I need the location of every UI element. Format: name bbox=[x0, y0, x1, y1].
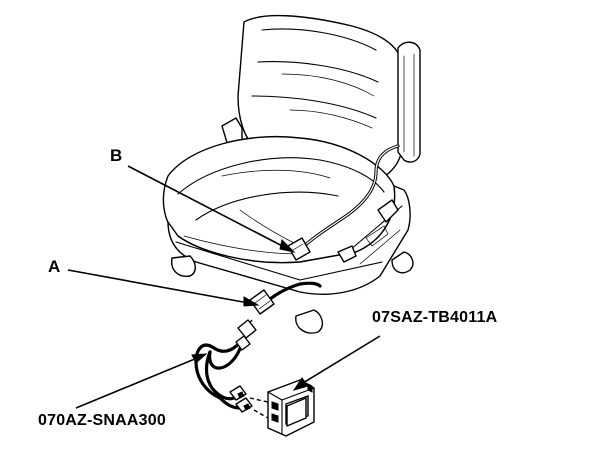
leader-line-a bbox=[67, 269, 260, 307]
seat-lower-harness bbox=[260, 281, 322, 308]
leader-line-tester bbox=[292, 335, 381, 391]
connector-a bbox=[249, 289, 275, 315]
label-tester-part-number: 07SAZ-TB4011A bbox=[372, 309, 498, 326]
label-b: B bbox=[110, 146, 123, 165]
leader-line-harness bbox=[75, 353, 208, 409]
seat-foot-front-right bbox=[295, 309, 324, 334]
seat-side-panel bbox=[397, 41, 421, 163]
seat-frame bbox=[167, 185, 411, 295]
connector-b bbox=[287, 237, 311, 261]
label-harness-part-number: 070AZ-SNAA300 bbox=[38, 412, 166, 429]
seat-wire-harness bbox=[298, 144, 400, 252]
label-a: A bbox=[48, 257, 61, 276]
seat-foot-rear-right bbox=[391, 251, 414, 274]
test-harness bbox=[194, 319, 269, 419]
leader-line-b bbox=[127, 165, 296, 253]
seat-foot-front-left bbox=[171, 255, 196, 277]
tester-unit bbox=[267, 379, 315, 437]
